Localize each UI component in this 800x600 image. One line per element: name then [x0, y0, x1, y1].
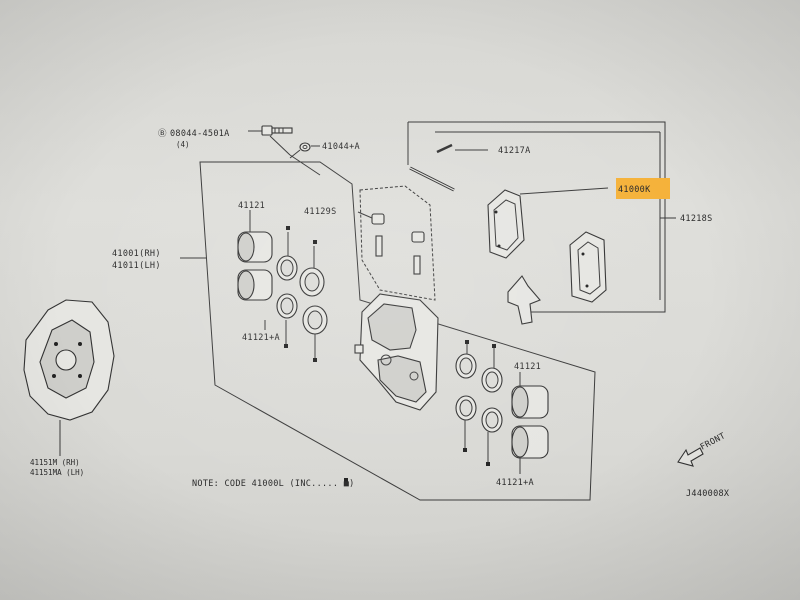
leader-pad-kit [519, 187, 609, 195]
label-seal-right: 41121+A [496, 478, 534, 488]
label-bolt-qty: (4) [176, 140, 190, 149]
label-shield-lh: 41151MA (LH) [30, 468, 84, 477]
marker-squares [284, 226, 496, 482]
leader-bolt-down2 [289, 154, 321, 176]
dust-shield-icon [23, 299, 115, 421]
label-shield-rh: 41151M (RH) [30, 458, 80, 467]
label-diagram-id: J440008X [686, 489, 730, 499]
front-arrow-icon [677, 447, 704, 467]
part-highlight [616, 178, 670, 199]
bolt-icon [261, 125, 293, 136]
label-piston-top: 41121 [238, 201, 265, 211]
piston-seal-icon [276, 255, 328, 335]
label-pad-hardware: 41129S [304, 207, 337, 217]
caliper-body-icon [354, 293, 439, 411]
label-piston-right: 41121 [514, 362, 541, 372]
label-pad-kit: 41000K [618, 185, 651, 195]
leader-washer-down [289, 149, 301, 159]
brake-pad-icon [569, 231, 607, 303]
leader-pad-hardware [357, 211, 373, 219]
label-pin: 41217A [498, 146, 531, 156]
piston-seal-icon [455, 353, 503, 433]
brake-pad-icon [487, 189, 525, 259]
shim-clip-icon [507, 275, 541, 325]
pad-clip-icon [371, 213, 425, 275]
piston-icon [511, 385, 549, 459]
label-front: FRONT [699, 431, 728, 453]
pad-pin-icon [409, 143, 455, 192]
piston-icon [237, 231, 273, 301]
pad-hardware-box [359, 185, 436, 301]
label-caliper-lh: 41011(LH) [112, 261, 161, 271]
leader-bolt-down [269, 135, 291, 156]
label-note: NOTE: CODE 41000L (INC..... ■) [192, 479, 355, 489]
bolt-prefix-icon: Ⓑ [158, 129, 167, 139]
label-seal-left: 41121+A [242, 333, 280, 343]
label-caliper-rh: 41001(RH) [112, 249, 161, 259]
washer-icon [299, 142, 311, 152]
label-bolt-code: 08044-4501A [170, 129, 230, 139]
caliper-assembly-outline [199, 161, 596, 501]
label-washer: 41044+A [322, 142, 360, 152]
pad-kit-bracket [408, 121, 666, 313]
label-pad-set: 41218S [680, 214, 713, 224]
